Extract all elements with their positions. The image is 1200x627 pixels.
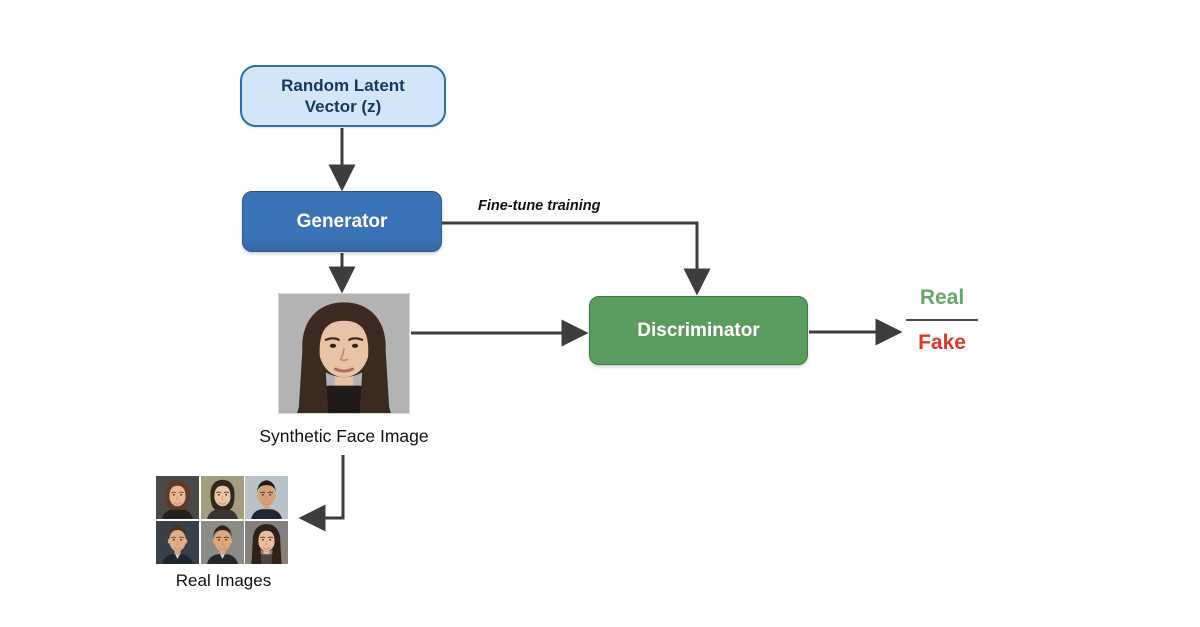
real-fake-divider xyxy=(906,319,978,321)
real-face-photo xyxy=(156,520,199,564)
random-latent-vector-label: Random Latent Vector (z) xyxy=(281,75,405,116)
discriminator-node: Discriminator xyxy=(589,296,808,365)
real-output-label: Real xyxy=(919,286,965,309)
arrow-finetune-generator-to-discriminator xyxy=(442,221,711,296)
output-verdict: Real Fake xyxy=(903,286,981,355)
real-face-photo xyxy=(245,476,288,520)
real-face-photo xyxy=(245,520,288,564)
generator-node: Generator xyxy=(242,191,442,252)
synthetic-face-image xyxy=(278,293,410,414)
real-images-caption: Real Images xyxy=(175,571,272,590)
real-images-grid xyxy=(156,476,288,564)
real-face-photo xyxy=(200,520,244,564)
random-latent-vector-node: Random Latent Vector (z) xyxy=(240,65,446,127)
generator-label: Generator xyxy=(296,210,388,232)
discriminator-label: Discriminator xyxy=(637,319,760,341)
synthetic-face-caption: Synthetic Face Image xyxy=(259,426,429,446)
real-face-photo xyxy=(200,476,244,520)
fake-output-label: Fake xyxy=(918,331,966,354)
arrow-to-real-images xyxy=(298,455,345,532)
fine-tune-training-label: Fine-tune training xyxy=(478,198,601,214)
real-face-photo xyxy=(156,476,199,520)
